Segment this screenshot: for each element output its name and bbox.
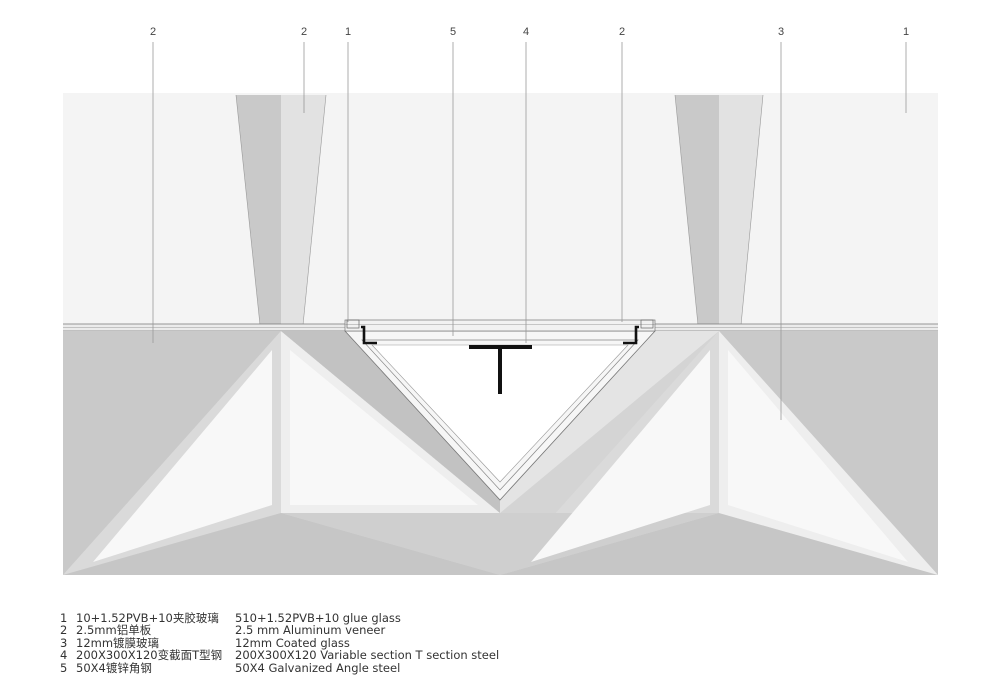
- legend-row: 1 10+1.52PVB+10夹胶玻璃 510+1.52PVB+10 glue …: [60, 611, 499, 625]
- material-legend: 1 10+1.52PVB+10夹胶玻璃 510+1.52PVB+10 glue …: [60, 612, 499, 674]
- callout-3: 1: [345, 26, 351, 38]
- callout-2: 2: [301, 26, 307, 38]
- coated-glass-panel: [344, 319, 656, 332]
- legend-row: 4 200X300X120变截面T型钢 200X300X120 Variable…: [60, 648, 500, 663]
- angle-steel-left: [346, 319, 377, 345]
- legend-en: 2.5 mm Aluminum veneer: [235, 623, 386, 638]
- legend-en: 12mm Coated glass: [235, 635, 350, 650]
- legend-cn: 200X300X120变截面T型钢: [76, 648, 223, 663]
- pyramid-module-right: [500, 331, 938, 575]
- callout-8: 1: [903, 26, 909, 38]
- glass-fin-right: [674, 94, 764, 326]
- callout-numbers: 2 2 1 5 4 2 3 1: [150, 26, 909, 38]
- t-section-steel: [469, 345, 532, 394]
- legend-en: 50X4 Galvanized Angle steel: [235, 660, 401, 675]
- legend-en: 510+1.52PVB+10 glue glass: [235, 611, 401, 625]
- legend-cn: 2.5mm铝单板: [76, 623, 152, 638]
- legend-num: 5: [60, 660, 68, 675]
- legend-cn: 10+1.52PVB+10夹胶玻璃: [76, 611, 219, 625]
- angle-steel-right: [623, 319, 654, 345]
- callout-5: 4: [523, 26, 529, 38]
- callout-4: 5: [450, 26, 456, 38]
- legend-num: 2: [60, 623, 68, 638]
- central-v-trough: [281, 330, 719, 513]
- callout-6: 2: [619, 26, 625, 38]
- legend-row: 2 2.5mm铝单板 2.5 mm Aluminum veneer: [60, 623, 499, 638]
- leader-lines: [152, 42, 907, 420]
- legend-row: 5 50X4镀锌角钢 50X4 Galvanized Angle steel: [60, 660, 499, 675]
- legend-num: 4: [60, 648, 68, 663]
- legend-cn: 12mm镀膜玻璃: [76, 635, 160, 650]
- glass-fin-left: [235, 94, 327, 326]
- legend-row: 3 12mm镀膜玻璃 12mm Coated glass: [60, 635, 499, 650]
- callout-1: 2: [150, 26, 156, 38]
- upper-glass-area: [63, 93, 938, 325]
- callout-7: 3: [778, 26, 784, 38]
- legend-num: 3: [60, 635, 68, 650]
- legend-num: 1: [60, 611, 68, 625]
- legend-en: 200X300X120 Variable section T section s…: [235, 648, 500, 663]
- legend-cn: 50X4镀锌角钢: [76, 660, 152, 675]
